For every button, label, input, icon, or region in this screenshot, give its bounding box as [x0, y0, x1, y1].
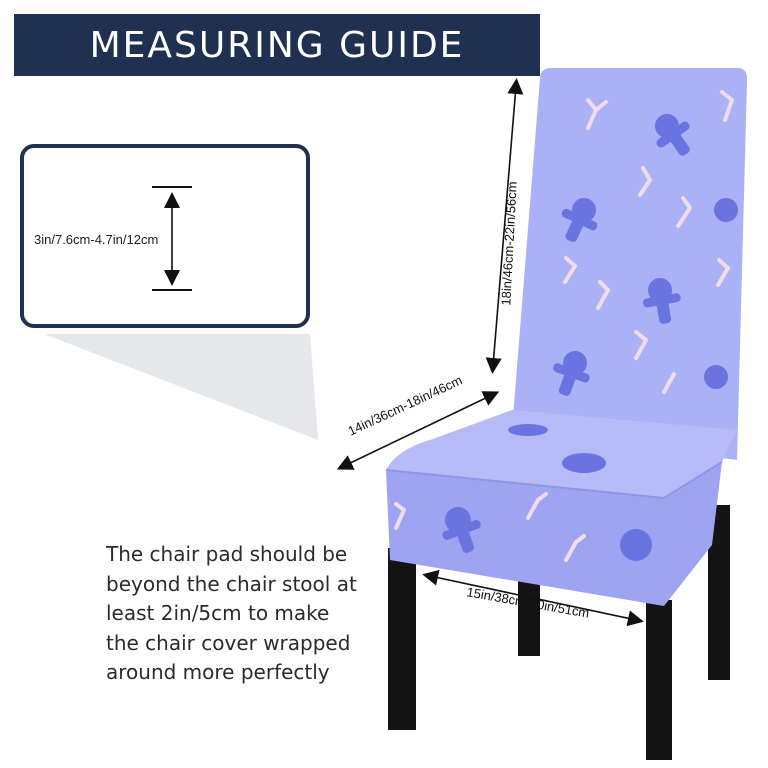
- twig-pattern: [394, 90, 734, 562]
- chair-leg-back-right: [708, 505, 730, 680]
- chair-leg-front-right: [646, 600, 672, 760]
- back-height-arrow: [485, 78, 524, 374]
- banner-title: MEASURING GUIDE: [89, 24, 465, 66]
- note-line: beyond the chair stool at: [106, 571, 357, 596]
- chair-leg-back-left: [518, 580, 540, 656]
- note-line: The chair pad should be: [106, 542, 348, 566]
- note-line: the chair cover wrapped: [106, 630, 351, 655]
- note-line: least 2in/5cm to make: [106, 601, 330, 625]
- thickness-label: 3in/7.6cm-4.7in/12cm: [34, 232, 159, 247]
- zoom-callout-wedge: [44, 334, 318, 440]
- back-width-arrow: [336, 391, 500, 470]
- measuring-guide-banner: MEASURING GUIDE: [14, 14, 540, 76]
- seat-width-arrow: [422, 569, 644, 627]
- chair-leg-front-left: [388, 548, 416, 730]
- chair-backrest: [512, 68, 748, 460]
- fit-note: The chair pad should be beyond the chair…: [106, 540, 386, 688]
- note-line: around more perfectly: [106, 660, 330, 684]
- thickness-inset-box: 3in/7.6cm-4.7in/12cm: [20, 144, 310, 328]
- gingerbread-pattern: [442, 114, 738, 561]
- thickness-arrow: [152, 186, 192, 291]
